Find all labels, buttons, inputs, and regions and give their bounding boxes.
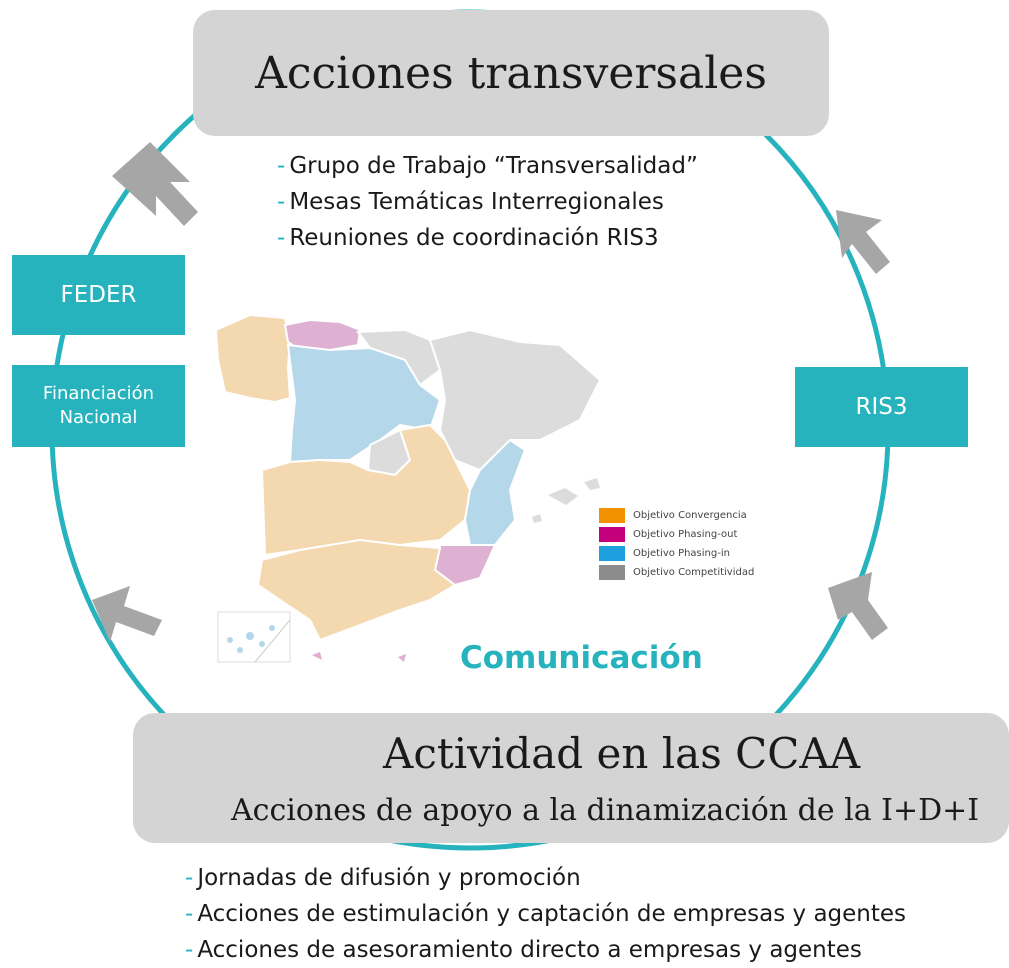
legend-swatch-competitividad [599, 565, 625, 580]
dash-bullet: - [277, 189, 286, 215]
financiacion-box: Financiación Nacional [12, 365, 185, 447]
arrow-bottom-left-icon [92, 586, 162, 642]
legend-item: Objetivo Phasing-out [599, 525, 754, 544]
legend-item: Objetivo Convergencia [599, 506, 754, 525]
dash-bullet: - [277, 225, 286, 251]
map-region-valencia [463, 438, 527, 546]
feder-box: FEDER [12, 255, 185, 335]
top-box-title: Acciones transversales [255, 47, 767, 99]
legend-swatch-phasing-out [599, 527, 625, 542]
legend-item: Objetivo Competitividad [599, 563, 754, 582]
comunicacion-label: Comunicación [460, 640, 703, 676]
map-region-galicia [214, 313, 292, 404]
bottom-box-title: Actividad en las CCAA [383, 729, 861, 778]
bottom-item: -Acciones de estimulación y captación de… [185, 901, 907, 927]
bottom-items-list: -Jornadas de difusión y promoción -Accio… [185, 860, 906, 968]
arrow-top-right-icon [836, 210, 890, 274]
feder-label: FEDER [60, 282, 137, 308]
dash-bullet: - [277, 153, 286, 179]
financiacion-label-1: Financiación [42, 383, 155, 404]
map-region-northeast [428, 328, 602, 472]
top-box-acciones-transversales: Acciones transversales [193, 10, 829, 136]
top-item: -Grupo de Trabajo “Transversalidad” [277, 153, 698, 179]
legend-item: Objetivo Phasing-in [599, 544, 754, 563]
map-region-castilla-leon [286, 343, 442, 464]
bottom-box-actividad-ccaa: Actividad en las CCAA Acciones de apoyo … [133, 713, 1009, 843]
map-legend: Objetivo Convergencia Objetivo Phasing-o… [599, 506, 754, 582]
bottom-item: -Acciones de asesoramiento directo a emp… [185, 937, 862, 963]
spain-map [214, 313, 602, 663]
financiacion-label-2: Nacional [59, 407, 138, 428]
top-item: -Mesas Temáticas Interregionales [277, 189, 664, 215]
legend-swatch-phasing-in [599, 546, 625, 561]
arrow-top-left-icon [112, 142, 198, 226]
top-items-list: -Grupo de Trabajo “Transversalidad” -Mes… [277, 148, 698, 256]
cycle-arrows [92, 142, 890, 642]
dash-bullet: - [185, 901, 194, 927]
legend-swatch-convergencia [599, 508, 625, 523]
bottom-box-subtitle: Acciones de apoyo a la dinamización de l… [231, 793, 980, 828]
ris3-label: RIS3 [855, 394, 908, 420]
map-canarias-inset [217, 611, 291, 663]
top-item: -Reuniones de coordinación RIS3 [277, 225, 659, 251]
map-region-baleares [548, 488, 578, 505]
dash-bullet: - [185, 865, 194, 891]
ris3-box: RIS3 [795, 367, 968, 447]
map-region-andalucia [256, 538, 457, 642]
dash-bullet: - [185, 937, 194, 963]
arrow-bottom-right-icon [828, 572, 888, 640]
bottom-item: -Jornadas de difusión y promoción [185, 865, 581, 891]
